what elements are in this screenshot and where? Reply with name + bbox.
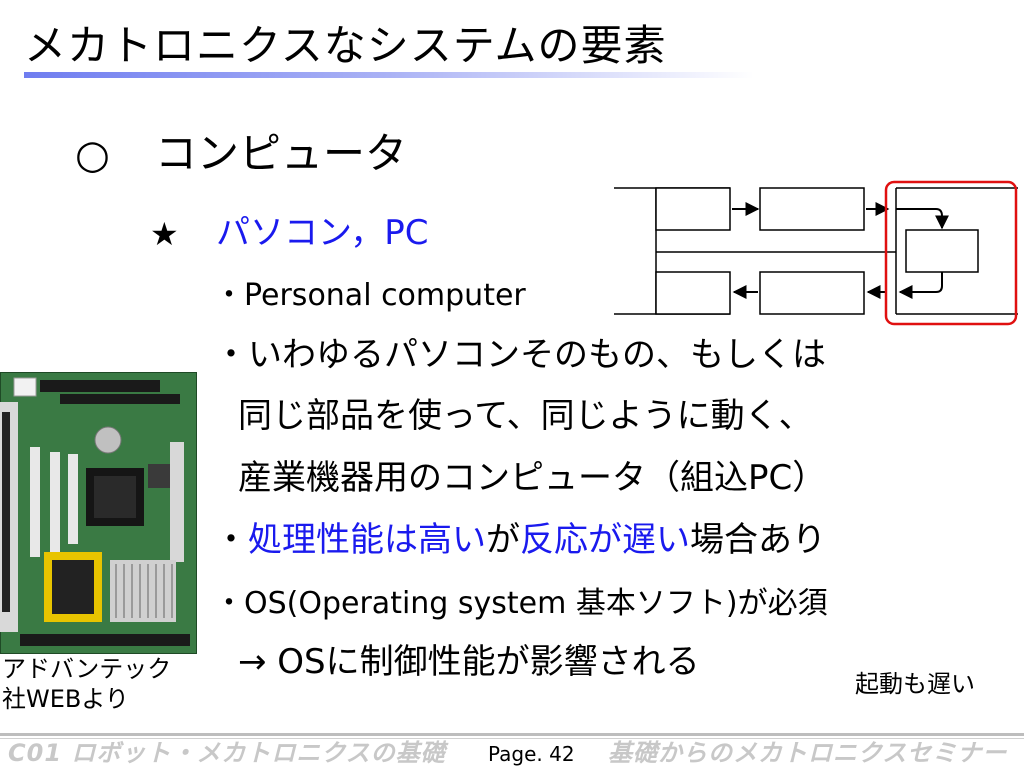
performance-high-text: 処理性能は高い xyxy=(248,520,486,560)
section-marker: ○ xyxy=(75,132,110,178)
image-caption-line1: アドバンテック xyxy=(2,655,172,683)
footer-rule-thin xyxy=(0,738,1024,739)
page-title: メカトロニクスなシステムの要素 xyxy=(24,21,667,70)
bullet-performance: ・処理性能は高いが反応が遅い場合あり xyxy=(214,518,826,562)
bullet-os-required: ・OS(Operating system 基本ソフト)が必須 xyxy=(214,586,828,621)
footer-course-title: C01 ロボット・メカトロニクスの基礎 xyxy=(8,739,446,767)
title-underline xyxy=(24,72,754,78)
bullet-os-influence: → OSに制御性能が影響される xyxy=(238,642,700,682)
bullet-pc-description-cont1: 同じ部品を使って、同じように動く、 xyxy=(238,396,813,436)
embedded-pc-board-image xyxy=(0,372,197,654)
bullet-personal-computer: ・Personal computer xyxy=(214,278,526,313)
section-heading: コンピュータ xyxy=(155,129,408,178)
startup-slow-note: 起動も遅い xyxy=(855,670,975,698)
bullet-pc-description-cont2: 産業機器用のコンピュータ（組込PC） xyxy=(238,458,827,498)
bullet-pc-description: ・いわゆるパソコンそのもの、もしくは xyxy=(214,335,826,375)
diagram-block-top-middle xyxy=(759,187,865,231)
diagram-block-bottom-middle xyxy=(759,271,865,315)
performance-mid-text: が xyxy=(486,520,520,560)
diagram-highlight-box xyxy=(884,180,1018,326)
image-caption: アドバンテック 社WEBより xyxy=(2,654,171,714)
footer-seminar-title: 基礎からのメカトロニクスセミナー xyxy=(608,739,1008,767)
control-loop-diagram xyxy=(614,180,1018,326)
footer-page-number: Page. 42 xyxy=(488,742,575,766)
response-slow-text: 反応が遅い xyxy=(520,520,690,560)
diagram-arrows xyxy=(732,202,949,299)
bullet-dot: ・ xyxy=(214,520,248,560)
diagram-block-inner xyxy=(905,229,979,273)
diagram-block-bottom-left xyxy=(655,271,731,315)
star-icon: ★ xyxy=(150,215,179,253)
image-caption-line2: 社WEBより xyxy=(2,685,129,713)
diagram-block-top-left xyxy=(655,187,731,231)
footer-rule xyxy=(0,733,1024,736)
performance-suffix-text: 場合あり xyxy=(690,520,826,560)
subsection-heading: パソコン，PC xyxy=(216,213,429,253)
